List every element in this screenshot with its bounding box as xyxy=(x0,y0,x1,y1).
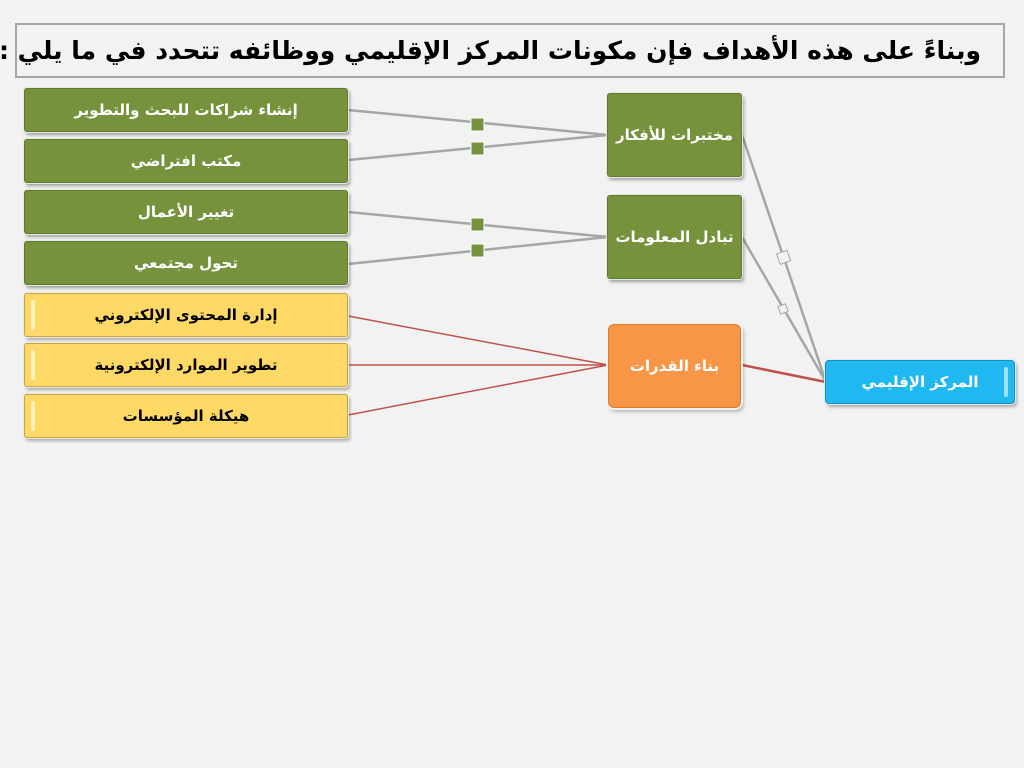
node-institutions: هيكلة المؤسسات xyxy=(24,394,348,438)
node-content-management: إدارة المحتوى الإلكتروني xyxy=(24,293,348,337)
link-marker xyxy=(470,217,485,232)
link-marker xyxy=(470,117,485,132)
node-idea-labs: مختبرات للأفكار xyxy=(607,93,742,177)
node-virtual-office: مكتب افتراضي xyxy=(24,139,348,183)
link-marker xyxy=(470,243,485,258)
node-capacity-building: بناء القدرات xyxy=(608,324,741,408)
page-title: وبناءً على هذه الأهداف فإن مكونات المركز… xyxy=(0,36,981,65)
title-box: وبناءً على هذه الأهداف فإن مكونات المركز… xyxy=(0,23,1005,78)
node-community-shift: تحول مجتمعي xyxy=(24,241,348,285)
link-capacity-center xyxy=(741,363,827,384)
node-partnerships: إنشاء شراكات للبحث والتطوير xyxy=(24,88,348,132)
link-marker xyxy=(470,141,485,156)
node-resources-development: تطوير الموارد الإلكترونية xyxy=(24,343,348,387)
link-marker xyxy=(777,303,789,315)
node-regional-center: المركز الإقليمي xyxy=(825,360,1015,404)
node-business-change: تغيير الأعمال xyxy=(24,190,348,234)
link-content-capacity xyxy=(347,315,609,366)
link-institutions-capacity xyxy=(347,364,609,416)
link-marker xyxy=(775,249,792,265)
node-info-exchange: تبادل المعلومات xyxy=(607,195,742,279)
